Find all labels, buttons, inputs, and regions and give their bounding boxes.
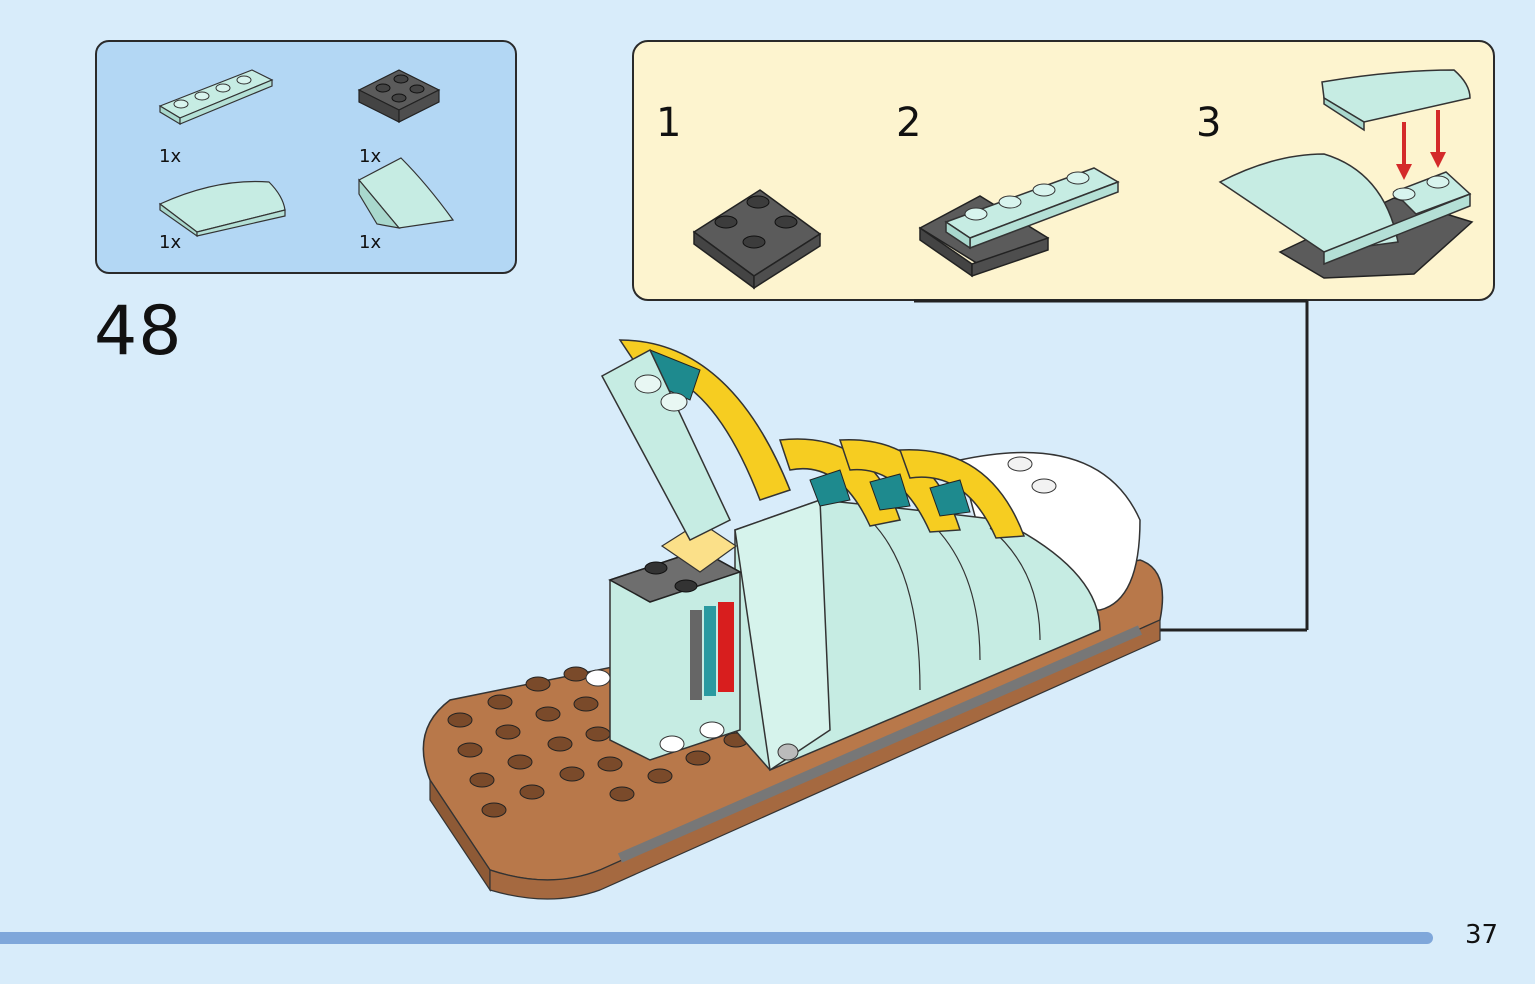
part-curved-slope-2x2: 1x [357,154,517,254]
substep-1-plate-icon [692,189,822,290]
part-qty: 1x [359,232,382,253]
part-qty: 1x [359,146,382,167]
footer-progress-bar [0,932,1433,944]
substep-3-assembly-icon [1218,69,1474,279]
page-number: 37 [1465,920,1499,950]
part-curved-slope: 1x [157,172,317,272]
substep-2-assembly-icon [918,167,1120,278]
curved-slope-2x2-icon [358,157,455,229]
step-number: 48 [94,292,183,371]
part-qty: 1x [159,146,182,167]
part-plate-2x2: 1x [357,60,517,167]
parts-list-panel: 1x 1x 1x 1x [95,40,517,274]
substeps-panel: 1 2 3 [632,40,1495,301]
plate-1x4-icon [158,69,274,126]
part-qty: 1x [159,232,182,253]
substep-1-label: 1 [656,100,682,146]
curved-slope-icon [158,180,286,238]
substep-2-label: 2 [896,100,922,146]
substep-3-label: 3 [1196,100,1222,146]
part-plate-1x4: 1x [157,60,317,167]
plate-2x2-icon [357,69,441,123]
substep-illustrations [692,69,1474,290]
main-model-illustration [422,339,1164,900]
